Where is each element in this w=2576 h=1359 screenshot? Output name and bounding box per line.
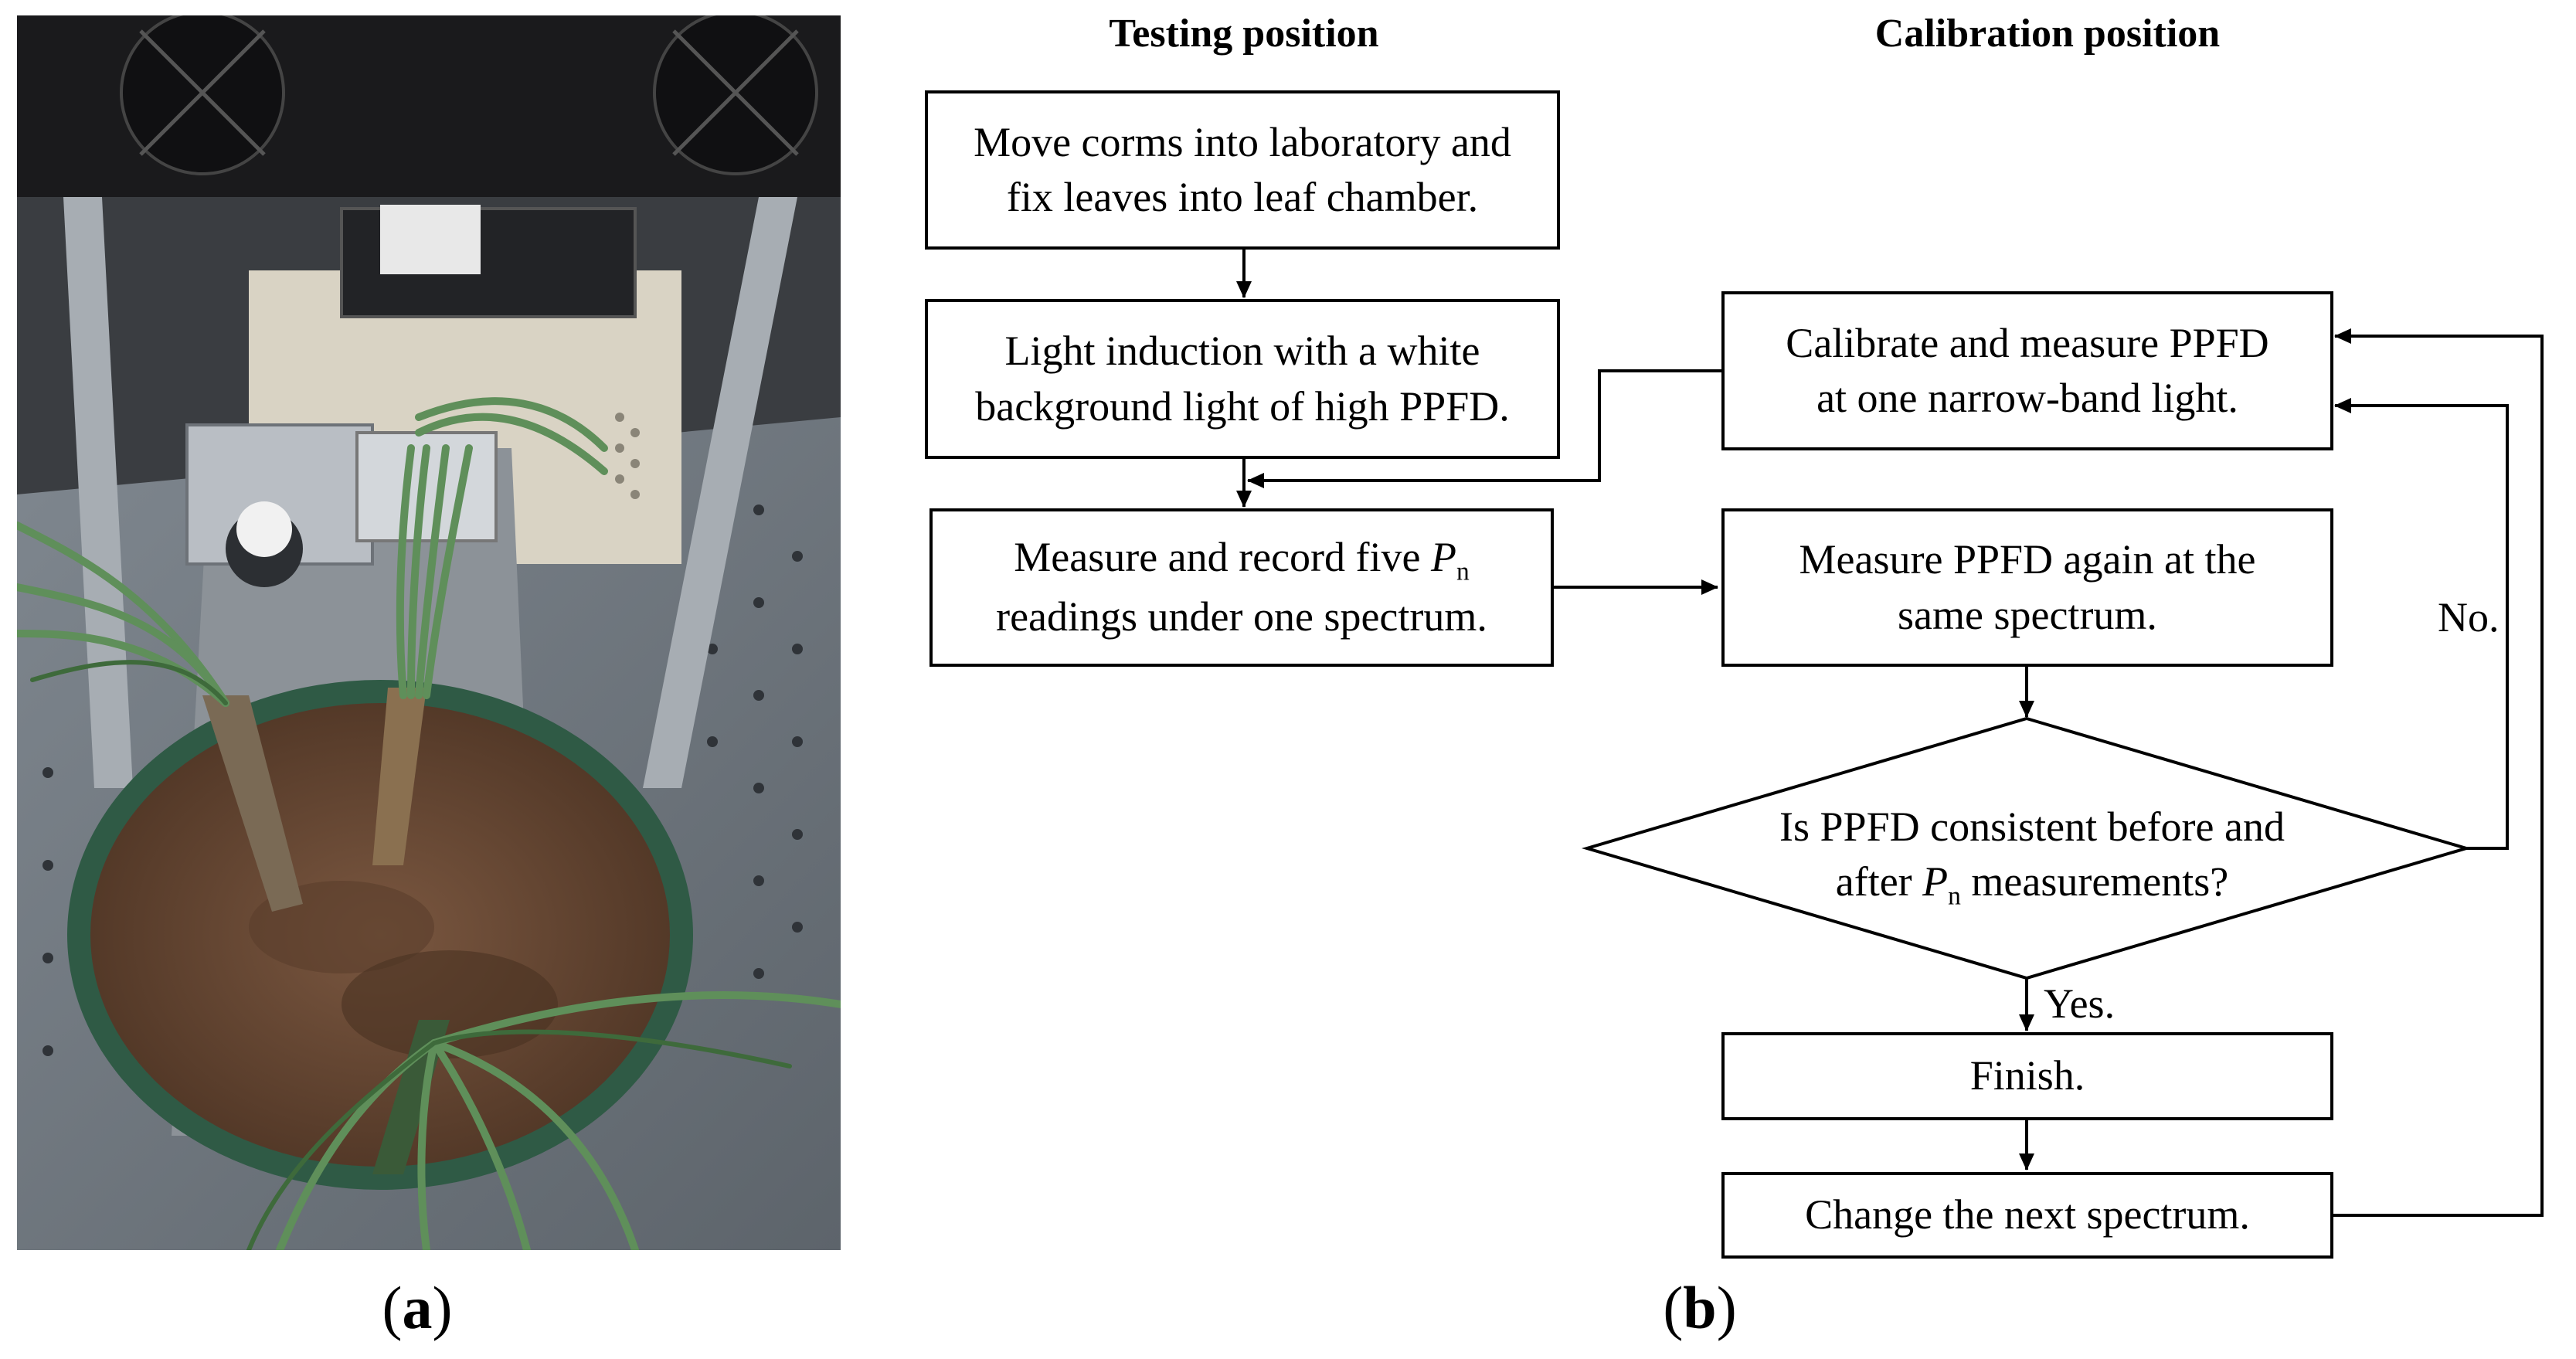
testing-position-header: Testing position bbox=[1109, 12, 1379, 56]
step-measure-record-line2: readings under one spectrum. bbox=[996, 593, 1487, 640]
edge-label-no: No. bbox=[2438, 594, 2500, 640]
step-calibrate: Calibrate and measure PPFD at one narrow… bbox=[1721, 291, 2333, 450]
step-calibrate-line1: Calibrate and measure PPFD bbox=[1786, 319, 2269, 366]
edge-label-yes: Yes. bbox=[2044, 980, 2116, 1027]
arrow-calibrate-to-testing bbox=[1247, 369, 1721, 488]
step-finish-label: Finish. bbox=[1969, 1052, 2085, 1099]
panel-label-b: (b) bbox=[1663, 1274, 1737, 1341]
photo-panel bbox=[17, 15, 841, 1250]
plant-setup-photo bbox=[17, 15, 841, 1250]
decision-line1: Is PPFD consistent before and bbox=[1779, 804, 2285, 850]
decision-text: Is PPFD consistent before and after Pn m… bbox=[1731, 800, 2333, 914]
arrow-change-loop bbox=[2332, 328, 2544, 1217]
step-change-spectrum-label: Change the next spectrum. bbox=[1805, 1191, 2250, 1238]
step-move-corms-line2: fix leaves into leaf chamber. bbox=[1006, 174, 1479, 220]
step-measure-again-line2: same spectrum. bbox=[1898, 591, 2157, 638]
step-change-spectrum: Change the next spectrum. bbox=[1721, 1172, 2333, 1259]
step-measure-record-line1: Measure and record five Pn bbox=[1014, 534, 1470, 587]
step-measure-record: Measure and record five Pn readings unde… bbox=[929, 508, 1554, 667]
step-measure-again: Measure PPFD again at the same spectrum. bbox=[1721, 508, 2333, 667]
step-move-corms: Move corms into laboratory and fix leave… bbox=[925, 90, 1560, 250]
step-measure-again-line1: Measure PPFD again at the bbox=[1799, 536, 2256, 583]
step-finish: Finish. bbox=[1721, 1032, 2333, 1120]
decision-line2: after Pn measurements? bbox=[1835, 858, 2229, 911]
step-light-induction-line1: Light induction with a white bbox=[1004, 328, 1480, 375]
panel-label-a: (a) bbox=[382, 1274, 453, 1341]
decision-diamond bbox=[1581, 716, 2472, 980]
step-light-induction: Light induction with a white background … bbox=[925, 299, 1560, 459]
step-move-corms-line1: Move corms into laboratory and bbox=[974, 118, 1511, 165]
step-calibrate-line2: at one narrow-band light. bbox=[1816, 375, 2238, 421]
step-light-induction-line2: background light of high PPFD. bbox=[975, 382, 1510, 430]
arrow-decision-no bbox=[2334, 398, 2509, 850]
calibration-position-header: Calibration position bbox=[1874, 12, 2221, 56]
